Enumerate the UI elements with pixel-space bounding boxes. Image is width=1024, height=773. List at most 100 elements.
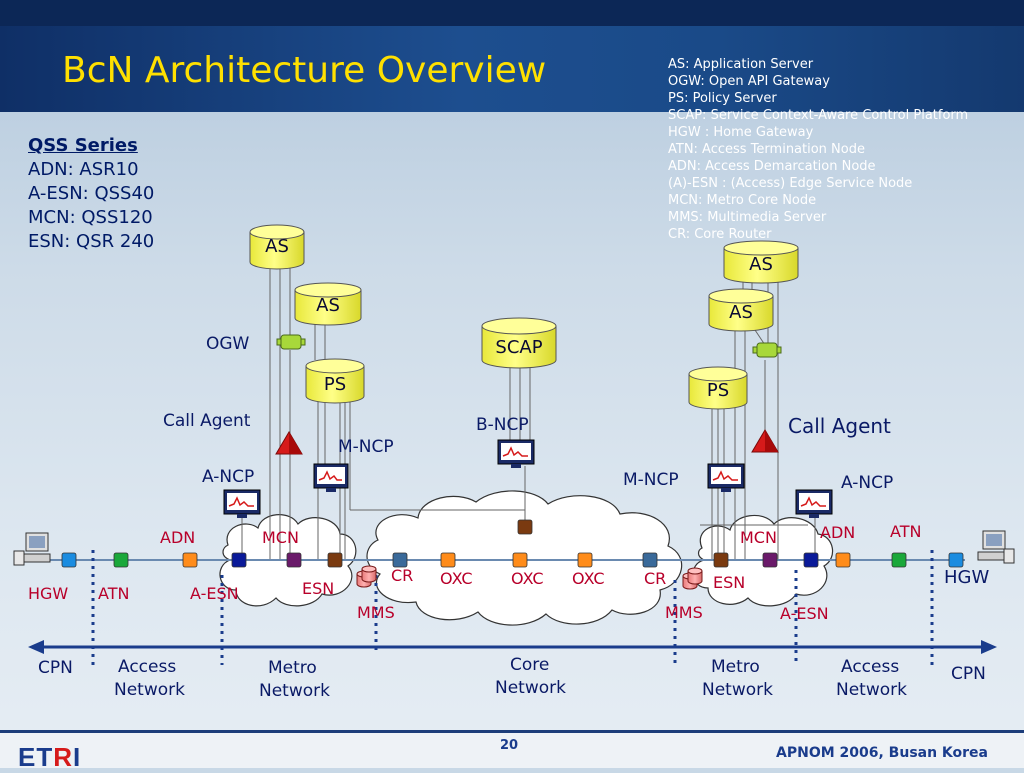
server-as-left-top <box>249 224 305 270</box>
segment-core-line1: Core <box>510 655 550 675</box>
label-oxc-3: OXC <box>572 569 605 588</box>
abbrev-cr: CR: Core Router <box>668 227 772 242</box>
ncp-monitor-m-right <box>707 463 745 492</box>
label-a-ncp-left: A-NCP <box>202 467 255 487</box>
abbrev-hgw: HGW : Home Gateway <box>668 125 814 140</box>
server-ps-left <box>305 358 365 404</box>
label-mcn-right: MCN <box>740 528 777 547</box>
node-atn-right <box>891 552 907 568</box>
label-adn-left: ADN <box>160 528 196 547</box>
slide-title: BcN Architecture Overview <box>62 50 547 91</box>
label-adn-right: ADN <box>820 523 856 542</box>
label-hgw-right: HGW <box>944 567 990 588</box>
qss-line-esn: ESN: QSR 240 <box>28 231 155 252</box>
node-oxc-2 <box>512 552 528 568</box>
label-ps-right: PS <box>707 380 729 401</box>
label-atn-left: ATN <box>98 584 130 603</box>
node-cr-right <box>642 552 658 568</box>
server-as-right-top <box>723 240 799 284</box>
label-call-agent-left: Call Agent <box>163 411 251 431</box>
label-as-left-mid: AS <box>316 295 340 316</box>
label-ps-left: PS <box>324 374 346 395</box>
qss-series-list: QSS Series ADN: ASR10 A-ESN: QSS40 MCN: … <box>28 134 154 254</box>
etri-logo: ETRI <box>18 742 81 773</box>
label-ogw: OGW <box>206 334 250 354</box>
node-hgw-right <box>948 552 964 568</box>
label-cr-left: CR <box>391 566 414 585</box>
segment-access-right-line2: Network <box>836 680 907 700</box>
ncp-monitor-m-left <box>313 463 349 492</box>
label-a-ncp-right: A-NCP <box>841 473 894 493</box>
abbrev-ps: PS: Policy Server <box>668 91 777 106</box>
segment-metro-left-line2: Network <box>259 681 330 701</box>
header-top-strip <box>0 0 1024 26</box>
label-as-left-top: AS <box>265 236 289 257</box>
abbrev-mcn: MCN: Metro Core Node <box>668 193 817 208</box>
computer-left-icon <box>13 532 51 566</box>
segment-cpn-right: CPN <box>951 664 986 684</box>
node-b-ncp-core <box>517 519 533 535</box>
label-oxc-1: OXC <box>440 569 473 588</box>
label-a-esn-left: A-ESN <box>190 584 239 603</box>
label-a-esn-right: A-ESN <box>780 604 829 623</box>
ogw-left-icon <box>276 334 306 350</box>
label-esn-left: ESN <box>302 579 335 598</box>
ncp-monitor-a-left <box>223 489 261 518</box>
node-a-esn-right <box>803 552 819 568</box>
server-ps-right <box>688 366 748 410</box>
node-oxc-3 <box>577 552 593 568</box>
label-scap: SCAP <box>495 337 542 358</box>
label-mms-left: MMS <box>357 603 395 622</box>
ncp-monitor-b <box>497 439 535 468</box>
node-a-esn-left <box>231 552 247 568</box>
label-m-ncp-left: M-NCP <box>338 437 394 457</box>
qss-line-a-esn: A-ESN: QSS40 <box>28 183 155 204</box>
segment-boundaries <box>91 550 934 665</box>
abbrev-as: AS: Application Server <box>668 57 814 72</box>
span-arrow <box>28 640 997 654</box>
node-adn-right <box>835 552 851 568</box>
network-nodes <box>61 519 964 568</box>
label-cr-right: CR <box>644 569 667 588</box>
qss-heading: QSS Series <box>28 135 138 156</box>
logo-text-i: I <box>73 742 82 772</box>
node-adn-left <box>182 552 198 568</box>
conference-label: APNOM 2006, Busan Korea <box>776 745 989 761</box>
logo-text-et: ET <box>18 742 54 772</box>
abbrev-esn: (A)-ESN : (Access) Edge Service Node <box>668 176 913 191</box>
ncp-monitor-a-right <box>795 489 833 518</box>
label-mcn-left: MCN <box>262 528 299 547</box>
label-esn-right: ESN <box>713 573 746 592</box>
call-agent-right-icon <box>751 429 779 453</box>
label-call-agent-right: Call Agent <box>788 414 891 438</box>
footer-bar <box>0 730 1024 768</box>
node-esn-left <box>327 552 343 568</box>
label-as-right-top: AS <box>749 254 773 275</box>
qss-line-mcn: MCN: QSS120 <box>28 207 153 228</box>
abbrev-atn: ATN: Access Termination Node <box>668 142 865 157</box>
abbrev-ogw: OGW: Open API Gateway <box>668 74 830 89</box>
abbrev-scap: SCAP: Service Context-Aware Control Plat… <box>668 108 969 123</box>
segment-access-left-line2: Network <box>114 680 185 700</box>
node-hgw-left <box>61 552 77 568</box>
server-scap <box>481 317 557 369</box>
node-mcn-right <box>762 552 778 568</box>
server-as-left-mid <box>294 282 362 326</box>
segment-metro-right-line1: Metro <box>711 657 760 677</box>
segment-metro-left-line1: Metro <box>268 658 317 678</box>
label-b-ncp: B-NCP <box>476 415 529 435</box>
label-mms-right: MMS <box>665 603 703 622</box>
segment-access-left-line1: Access <box>118 657 177 677</box>
segment-cpn-left: CPN <box>38 658 73 678</box>
node-oxc-1 <box>440 552 456 568</box>
computer-right-icon <box>977 530 1015 564</box>
abbrev-mms: MMS: Multimedia Server <box>668 210 827 225</box>
label-m-ncp-right: M-NCP <box>623 470 679 490</box>
server-as-right-mid <box>708 288 774 332</box>
mms-left-icon <box>356 565 377 588</box>
label-atn-right: ATN <box>890 522 922 541</box>
segment-metro-right-line2: Network <box>702 680 773 700</box>
segment-access-right-line1: Access <box>841 657 900 677</box>
